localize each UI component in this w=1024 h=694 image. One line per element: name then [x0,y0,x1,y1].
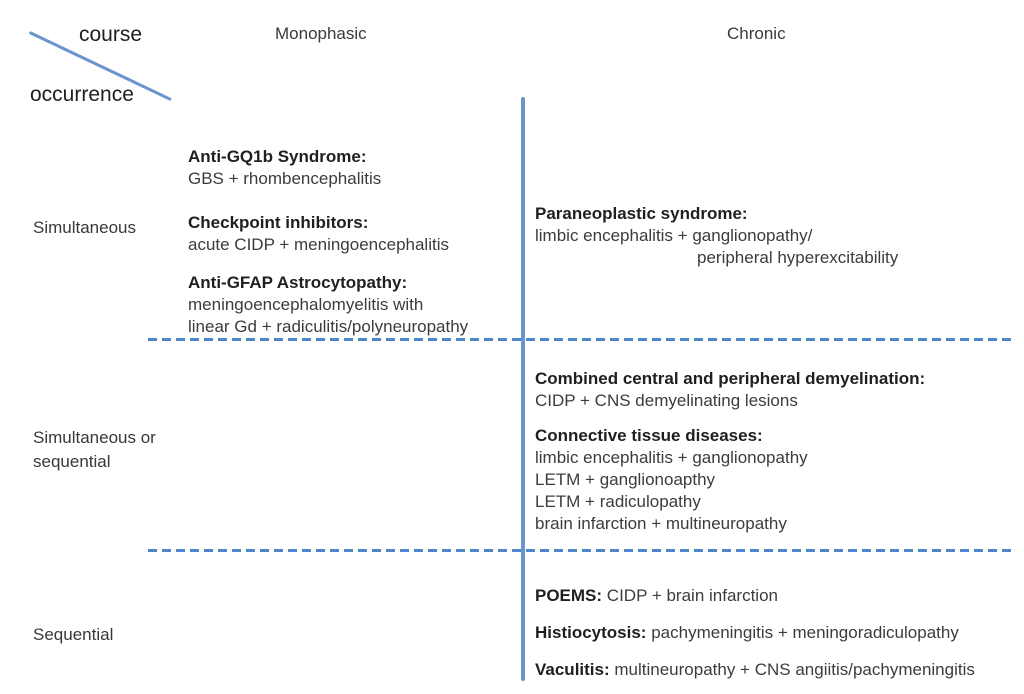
entry-text: multineuropathy + CNS angiitis/pachymeni… [614,660,975,679]
column-header-monophasic: Monophasic [275,24,367,43]
entry-histiocytosis: Histiocytosis: pachymeningitis + meningo… [535,622,975,644]
column-header-chronic: Chronic [727,24,786,43]
entry-line: GBS + rhombencephalitis [188,169,382,188]
row-divider-dashed-line-2 [148,549,1012,552]
entry-line: CIDP + CNS demyelinating lesions [535,391,798,410]
row-divider-dashed-line-1 [148,338,1012,341]
entry-title: Checkpoint inhibitors: [188,213,369,232]
entry-title: Combined central and peripheral demyelin… [535,369,926,388]
entry-line-indented: peripheral hyperexcitability [697,248,899,267]
entry-vaculitis: Vaculitis: multineuropathy + CNS angiiti… [535,659,975,681]
entry-title: Anti-GQ1b Syndrome: [188,147,367,166]
entry-title: Anti-GFAP Astrocytopathy: [188,273,408,292]
entry-line: LETM + radiculopathy [535,492,701,511]
entry-line: limbic encephalitis + ganglionopathy [535,448,808,467]
entry-text: CIDP + brain infarction [606,586,778,605]
entry-title: POEMS: [535,586,603,605]
row-label-sequential: Sequential [33,625,114,644]
axis-label-occurrence: occurrence [30,83,134,106]
entry-connective-tissue-diseases: Connective tissue diseases: limbic encep… [535,425,925,535]
cell-chronic-simultaneous-or-sequential: Combined central and peripheral demyelin… [535,368,925,551]
entry-paraneoplastic-syndrome: Paraneoplastic syndrome: limbic encephal… [535,203,898,269]
entry-line: LETM + ganglionoapthy [535,470,716,489]
entry-combined-central-peripheral-demyelination: Combined central and peripheral demyelin… [535,368,925,412]
entry-title: Paraneoplastic syndrome: [535,204,748,223]
cell-chronic-sequential: POEMS: CIDP + brain infarction Histiocyt… [535,585,975,694]
entry-title: Vaculitis: [535,660,610,679]
column-divider-line [521,97,525,681]
entry-anti-gq1b-syndrome: Anti-GQ1b Syndrome: GBS + rhombencephali… [188,146,468,190]
entry-title: Histiocytosis: [535,623,647,642]
cell-monophasic-simultaneous: Anti-GQ1b Syndrome: GBS + rhombencephali… [188,146,468,354]
entry-line: limbic encephalitis + ganglionopathy/ [535,226,813,245]
row-label-simultaneous-or-sequential: Simultaneous or sequential [33,428,156,471]
row-label-simultaneous: Simultaneous [33,218,137,237]
entry-line: meningoencephalomyelitis with [188,295,424,314]
axis-label-course: course [79,23,143,46]
entry-title: Connective tissue diseases: [535,426,763,445]
entry-line: linear Gd + radiculitis/polyneuropathy [188,317,469,336]
entry-anti-gfap-astrocytopathy: Anti-GFAP Astrocytopathy: meningoencepha… [188,272,468,338]
entry-line: brain infarction + multineuropathy [535,514,787,533]
entry-line: acute CIDP + meningoencephalitis [188,235,449,254]
cell-chronic-simultaneous: Paraneoplastic syndrome: limbic encephal… [535,203,898,285]
entry-checkpoint-inhibitors: Checkpoint inhibitors: acute CIDP + meni… [188,212,468,256]
entry-text: pachymeningitis + meningoradiculopathy [651,623,959,642]
entry-poems: POEMS: CIDP + brain infarction [535,585,975,607]
